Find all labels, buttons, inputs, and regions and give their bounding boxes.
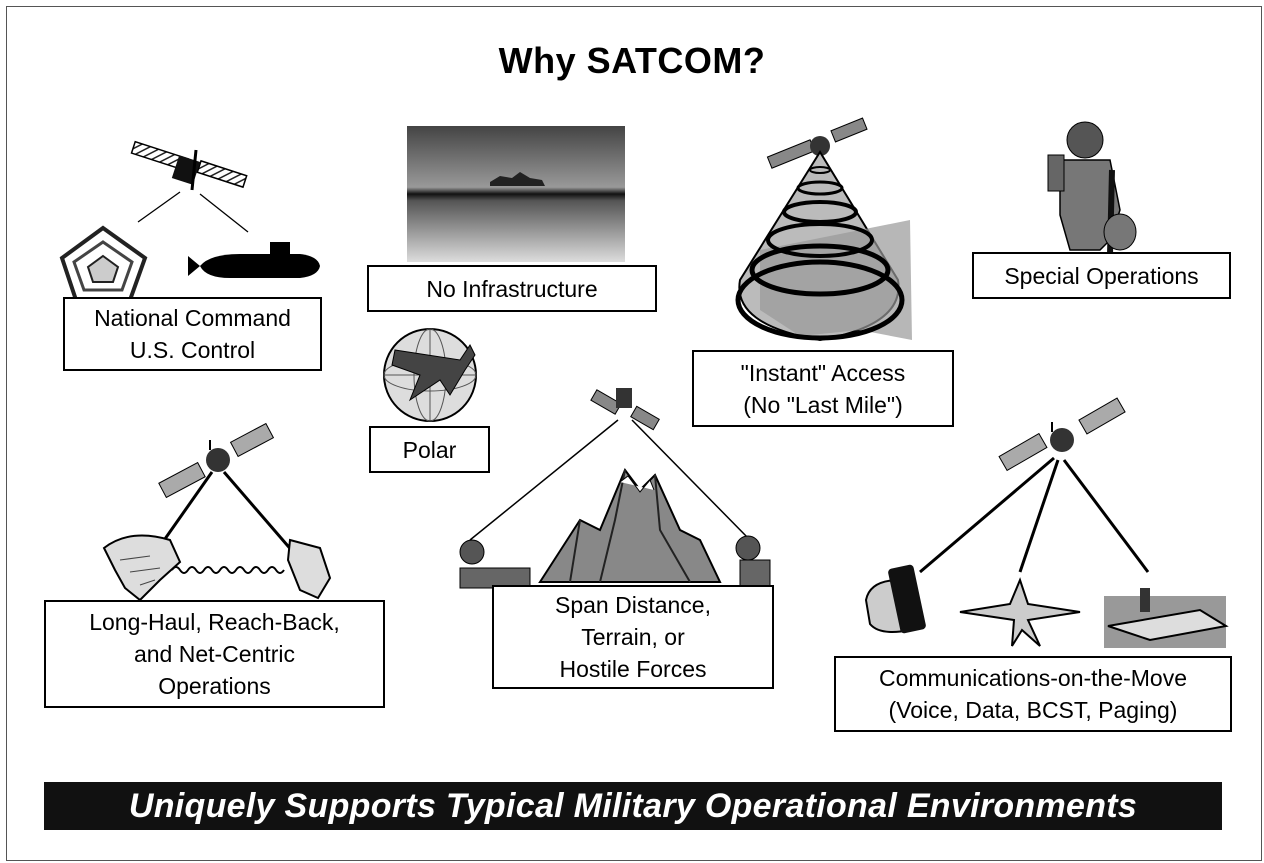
label-line: U.S. Control xyxy=(129,337,256,363)
label-line: Communications-on-the-Move xyxy=(878,665,1188,691)
link-line xyxy=(1062,459,1150,573)
page-title: Why SATCOM? xyxy=(498,40,766,81)
link-line xyxy=(199,193,249,233)
ground-terminal-icon xyxy=(459,535,771,589)
satellite-icon xyxy=(998,397,1126,472)
label-line: Operations xyxy=(158,673,271,699)
label-line: "Instant" Access xyxy=(740,359,906,386)
satellite-icon xyxy=(130,140,248,191)
globe-coverage-icon xyxy=(735,150,912,342)
submarine-icon xyxy=(188,242,320,278)
mountain-icon xyxy=(538,468,722,583)
label-line: Hostile Forces xyxy=(559,656,707,682)
handheld-phone-icon xyxy=(864,564,926,634)
polar-globe-icon xyxy=(383,328,477,422)
label-line: Span Distance, xyxy=(555,592,711,618)
long-haul-label: Long-Haul, Reach-Back, and Net-Centric O… xyxy=(44,600,385,708)
link-line xyxy=(158,471,214,547)
link-line xyxy=(1018,459,1060,573)
polar-label: Polar xyxy=(369,426,490,473)
label-line: No Infrastructure xyxy=(426,275,598,302)
soldier-icon xyxy=(1047,121,1137,256)
fighter-jet-icon xyxy=(959,577,1081,647)
ocean-horizon-icon xyxy=(407,126,625,262)
pentagon-icon xyxy=(59,225,148,302)
special-operations-label: Special Operations xyxy=(972,252,1231,299)
label-line: Long-Haul, Reach-Back, xyxy=(89,609,340,635)
link-line xyxy=(137,191,181,223)
continents-icon xyxy=(102,534,332,602)
label-line: National Command xyxy=(94,305,291,331)
link-line xyxy=(631,419,751,541)
label-line: (Voice, Data, BCST, Paging) xyxy=(888,697,1178,723)
satellite-icon xyxy=(590,388,660,431)
label-line: Polar xyxy=(402,436,457,463)
satellite-icon xyxy=(158,422,275,499)
link-line xyxy=(919,456,1055,574)
span-distance-label: Span Distance, Terrain, or Hostile Force… xyxy=(492,585,774,689)
summary-banner: Uniquely Supports Typical Military Opera… xyxy=(44,782,1222,830)
aircraft-carrier-icon xyxy=(1104,588,1229,648)
instant-access-label: "Instant" Access (No "Last Mile") xyxy=(692,350,954,427)
no-infrastructure-label: No Infrastructure xyxy=(367,265,657,312)
label-line: (No "Last Mile") xyxy=(743,391,903,418)
label-line: and Net-Centric xyxy=(133,641,296,667)
link-line xyxy=(222,471,302,561)
satellite-icon xyxy=(766,117,868,169)
label-line: Special Operations xyxy=(1004,262,1199,289)
comms-on-move-label: Communications-on-the-Move (Voice, Data,… xyxy=(834,656,1232,732)
diagram-frame xyxy=(6,6,1262,861)
link-line xyxy=(469,419,619,541)
national-command-label: National Command U.S. Control xyxy=(63,297,322,371)
label-line: Terrain, or xyxy=(581,624,685,650)
ship-silhouette-icon xyxy=(490,172,545,186)
